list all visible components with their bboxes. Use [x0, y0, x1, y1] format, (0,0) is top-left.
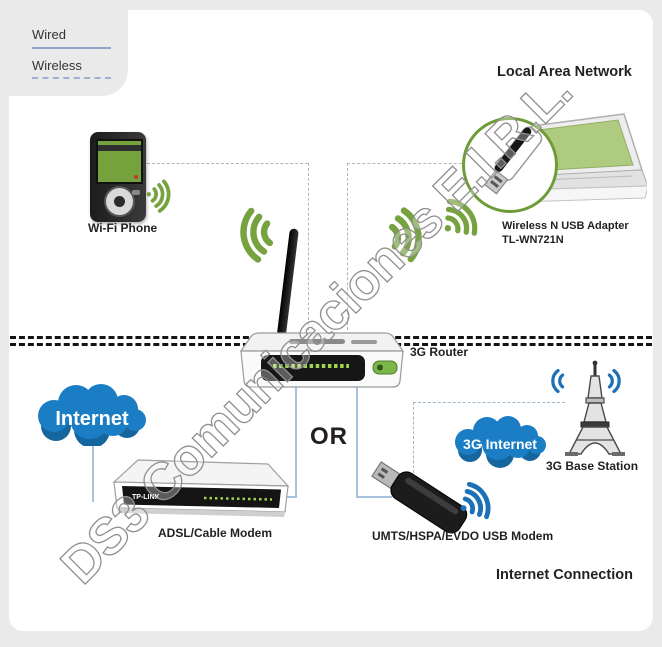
internet-cloud: Internet — [30, 380, 155, 448]
usb-adapter-label-line2: TL-WN721N — [502, 234, 564, 246]
wire-internet-to-modem — [92, 437, 94, 502]
three-g-internet-cloud: 3G Internet — [448, 412, 553, 468]
phone-dpad-center — [114, 196, 125, 207]
phone-side-button — [132, 190, 140, 195]
wifi-signal-icon — [601, 366, 627, 396]
wifi-signal-icon — [448, 471, 507, 531]
modem-brand-text: TP-LINK — [132, 494, 160, 501]
base-station-label: 3G Base Station — [546, 459, 639, 473]
diagram-canvas — [9, 10, 653, 631]
dashed-line-left-vertical — [308, 163, 309, 330]
wire-router-to-usb-modem — [356, 496, 392, 498]
dashed-line-adapter-horizontal — [347, 163, 467, 164]
phone-screen — [96, 139, 143, 184]
wifi-signal-icon — [428, 185, 494, 251]
dashed-line-right-vertical — [347, 163, 348, 330]
internet-connection-title: Internet Connection — [496, 567, 633, 583]
usb-adapter-label-line1: Wireless N USB Adapter — [502, 220, 629, 232]
base-station-tower — [550, 358, 642, 458]
legend-wired-label: Wired — [32, 27, 66, 42]
adsl-modem-label: ADSL/Cable Modem — [158, 526, 273, 540]
wifi-signal-icon — [224, 200, 288, 269]
legend-wireless-line — [32, 77, 111, 79]
wifi-phone-label: Wi-Fi Phone — [88, 221, 158, 235]
router-label: 3G Router — [410, 345, 469, 359]
phone-screen-band — [98, 145, 141, 151]
or-label: OR — [310, 423, 348, 450]
dashed-line-3g-vertical — [413, 402, 414, 478]
phone-dpad — [104, 186, 135, 217]
legend-wired-line — [32, 47, 111, 49]
dashed-line-3g-horizontal — [413, 402, 565, 403]
legend-wireless-label: Wireless — [32, 58, 82, 73]
adsl-modem-device: TP-LINK — [104, 456, 294, 528]
usb-modem-label: UMTS/HSPA/EVDO USB Modem — [372, 529, 554, 543]
wire-router-left-vertical — [295, 386, 297, 498]
lan-title: Local Area Network — [497, 64, 632, 80]
usb-modem-device — [362, 455, 507, 540]
wifi-phone-device — [90, 132, 146, 222]
three-g-cloud-label: 3G Internet — [463, 436, 537, 452]
wire-router-right-vertical — [356, 386, 358, 498]
usb-adapter-zoom-circle — [462, 117, 558, 213]
phone-screen-dot — [134, 175, 138, 179]
wifi-signal-icon — [374, 200, 438, 269]
legend-box: Wired Wireless — [9, 10, 128, 96]
wifi-signal-icon — [545, 366, 571, 396]
wifi-signal-icon — [142, 176, 181, 216]
dashed-line-phone-horizontal — [142, 163, 308, 164]
router-device — [237, 331, 407, 389]
internet-cloud-label: Internet — [55, 408, 129, 430]
